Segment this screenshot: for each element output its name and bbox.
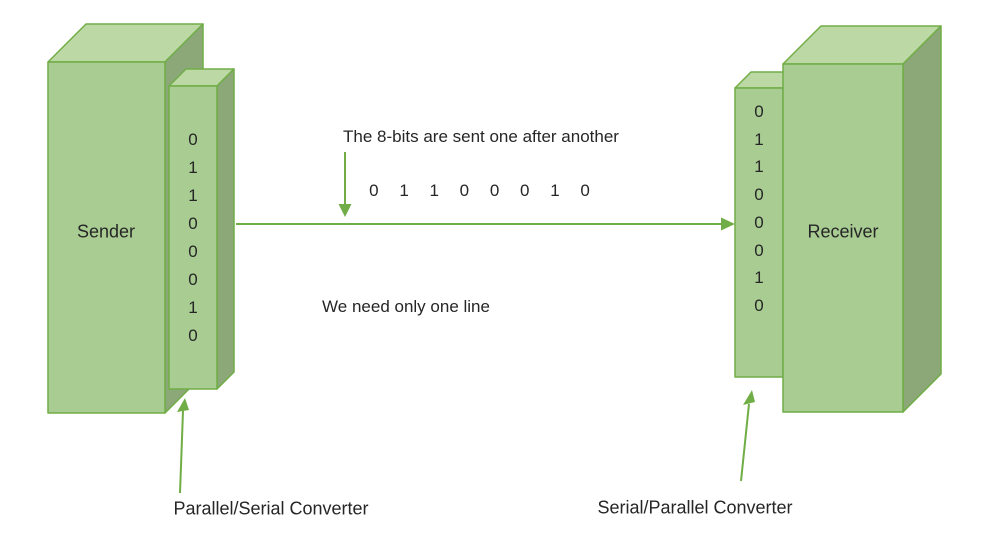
receiver-label: Receiver [807, 221, 879, 242]
sender-converter-box [168, 68, 235, 390]
parallel-converter-arrow-shaft [179, 410, 184, 494]
serial-parallel-converter-label: Serial/Parallel Converter [597, 497, 793, 518]
parallel-converter-arrow [177, 398, 189, 494]
annotation-top-text: The 8-bits are sent one after another [343, 127, 619, 146]
annotation-down-arrow [338, 152, 352, 217]
receiver-converter-bits: 0 1 1 0 0 0 1 0 [754, 102, 764, 315]
serial-converter-arrow [740, 390, 755, 482]
parallel-serial-converter-label: Parallel/Serial Converter [173, 498, 369, 519]
receiver-box [782, 25, 942, 413]
sender-box-front-face [47, 61, 166, 414]
sender-converter-bits: 0 1 1 0 0 0 1 0 [188, 130, 198, 345]
sender-converter-side-face [216, 68, 235, 390]
annotation-down-arrowhead [338, 204, 352, 217]
serial-converter-arrowhead [743, 390, 755, 405]
sender-label: Sender [76, 221, 136, 242]
parallel-converter-arrowhead [177, 398, 189, 412]
serial-converter-arrow-shaft [740, 403, 750, 482]
annotation-bottom-text: We need only one line [322, 297, 490, 316]
transmission-line-arrowhead [721, 217, 735, 231]
receiver-box-side-face [902, 25, 942, 413]
bits-on-line: 0 1 1 0 0 0 1 0 [369, 181, 591, 200]
transmission-line-arrow [236, 217, 735, 231]
sender-converter-front-face [168, 85, 218, 390]
receiver-box-front-face [782, 63, 904, 413]
